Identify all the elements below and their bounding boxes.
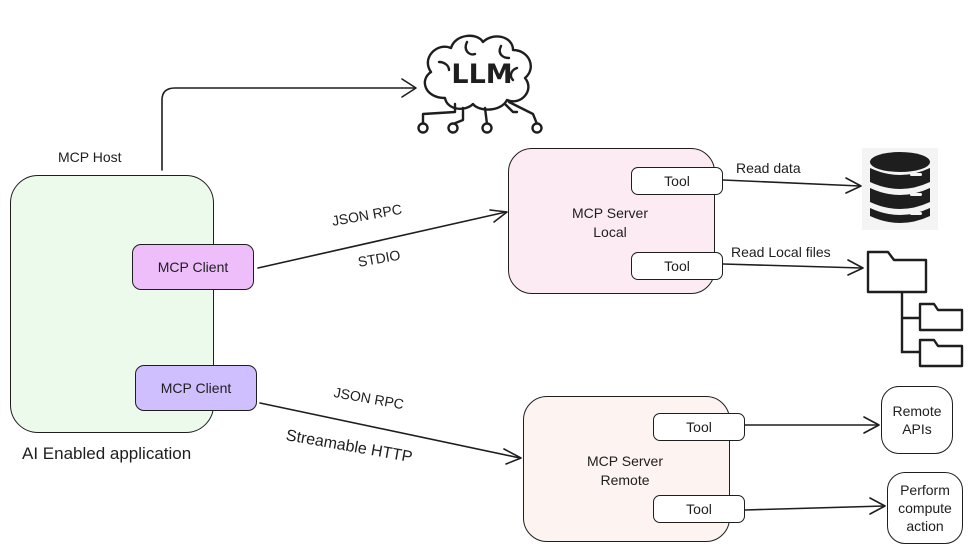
compute-line3: action: [906, 518, 944, 534]
tool-label: Tool: [664, 258, 690, 274]
mcp-client-http[interactable]: MCP Client: [135, 365, 257, 411]
local-tool-read-data[interactable]: Tool: [631, 167, 723, 195]
mcp-client-label: MCP Client: [160, 380, 232, 396]
tool-to-database-arrow: [722, 179, 861, 187]
client1-to-local-arrow: [257, 211, 507, 269]
remote-apis-node: Remote APIs: [881, 386, 953, 454]
remote-server-title-line2: Remote: [600, 472, 650, 488]
tool-to-compute-arrow: [744, 505, 885, 511]
local-server-title-line1: MCP Server: [572, 205, 648, 221]
local-server-title: MCP Server Local: [540, 204, 680, 242]
mcp-host-title: MCP Host: [58, 149, 122, 165]
remote-tool-apis[interactable]: Tool: [653, 413, 745, 441]
host-to-llm-arrow: [161, 87, 416, 171]
remote-server-title-line1: MCP Server: [587, 453, 663, 469]
compute-action-node: Perform compute action: [887, 472, 963, 544]
remote-apis-line1: Remote: [892, 403, 942, 419]
compute-line2: compute: [898, 500, 952, 516]
remote-server-title: MCP Server Remote: [555, 452, 695, 490]
tool-to-folder-arrow: [722, 263, 863, 269]
tool-label: Tool: [686, 501, 712, 517]
remote-apis-line2: APIs: [902, 421, 932, 437]
compute-line1: Perform: [900, 482, 950, 498]
client2-to-remote-arrow: [259, 402, 521, 459]
folder-tree-icon: [866, 250, 964, 368]
local-server-title-line2: Local: [593, 224, 627, 240]
read-data-label: Read data: [736, 160, 801, 176]
tool-label: Tool: [686, 419, 712, 435]
llm-label: LLM: [451, 58, 513, 90]
database-icon: [862, 148, 938, 230]
ai-app-label: AI Enabled application: [22, 444, 192, 463]
llm-brain-icon: [417, 34, 543, 134]
remote-tool-compute[interactable]: Tool: [653, 495, 745, 523]
mcp-client-stdio[interactable]: MCP Client: [132, 244, 254, 290]
mcp-client-label: MCP Client: [157, 259, 229, 275]
tool-label: Tool: [664, 173, 690, 189]
read-local-files-label: Read Local files: [731, 244, 831, 260]
local-tool-read-files[interactable]: Tool: [631, 252, 723, 280]
